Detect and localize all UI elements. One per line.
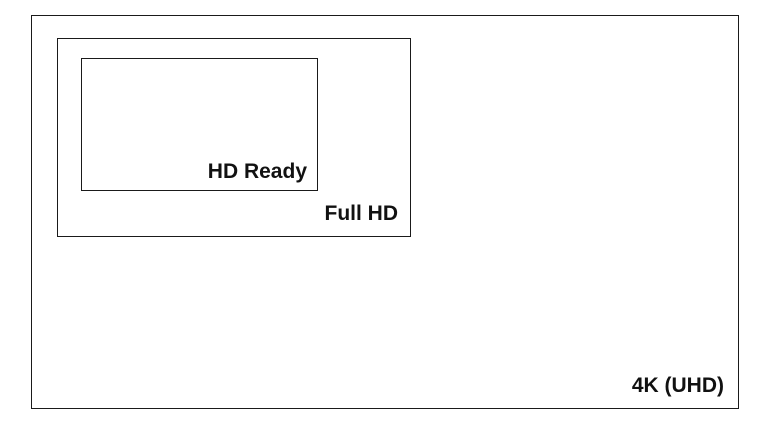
full-hd-frame: Full HD (57, 38, 411, 237)
uhd-4k-label: 4K (UHD) (631, 374, 724, 397)
hd-ready-frame: HD Ready (81, 58, 318, 191)
hd-ready-label: HD Ready (207, 160, 307, 183)
full-hd-label: Full HD (324, 202, 399, 225)
uhd-4k-frame: 4K (UHD) (31, 15, 739, 409)
